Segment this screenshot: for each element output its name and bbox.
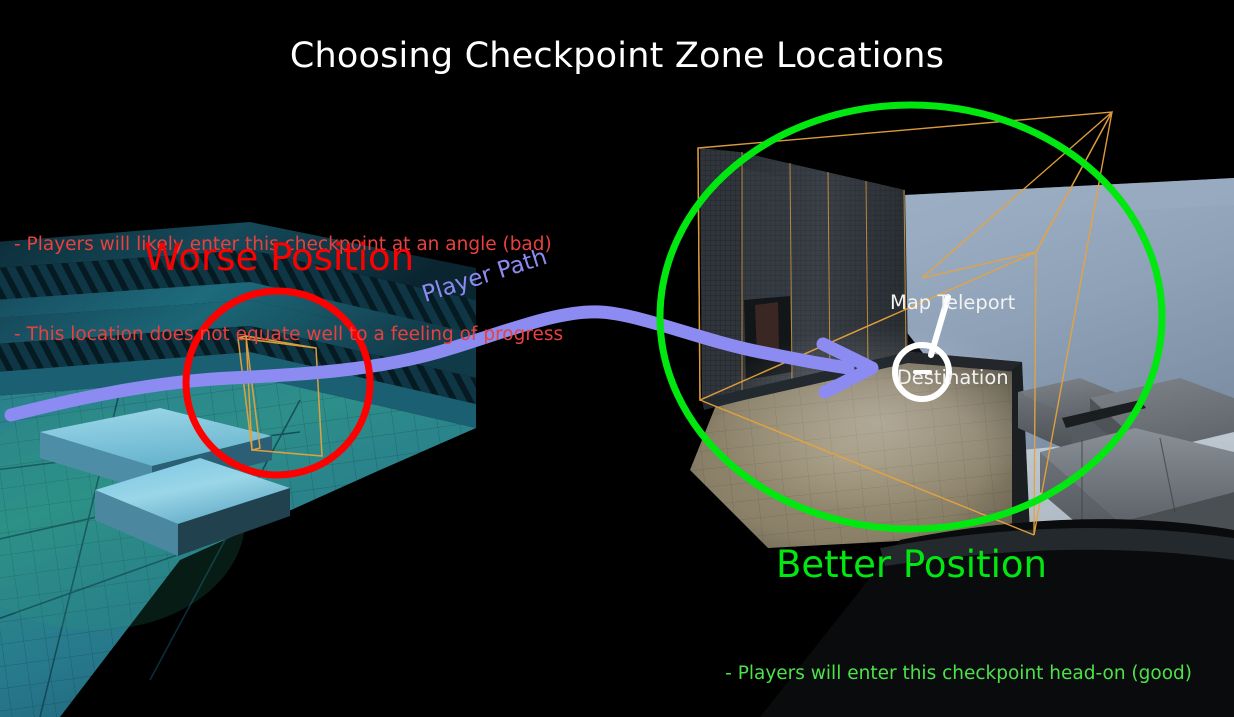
right-scene-geometry: [690, 111, 1234, 717]
right-checkpoint-wireframe: [697, 111, 1114, 536]
teleport-label-line-1: Map Teleport: [890, 291, 1016, 314]
player-path-arrowhead: [816, 337, 879, 399]
left-crate-2: [95, 458, 290, 556]
teleport-marker-circle: [892, 342, 952, 402]
worse-position-bullets: - Players will likely enter this checkpo…: [14, 170, 563, 410]
page-title: Choosing Checkpoint Zone Locations: [289, 36, 945, 76]
worse-position-label: Worse Position: [144, 236, 415, 279]
better-position-bullets: - Players will enter this checkpoint hea…: [676, 599, 1192, 717]
better-position-circle: [656, 101, 1166, 533]
left-scene-geometry: [0, 222, 476, 717]
map-teleport-destination-label: Map Teleport Destination: [890, 240, 1015, 440]
teleport-label-line-2: Destination: [896, 366, 1009, 389]
worse-bullet-1: - Players will likely enter this checkpo…: [14, 234, 552, 255]
worse-position-circle: [182, 287, 374, 479]
better-bullet-1: - Players will enter this checkpoint hea…: [725, 663, 1192, 684]
better-position-label: Better Position: [776, 543, 1047, 586]
left-checkpoint-wireframe: [237, 335, 323, 457]
player-path-line: [4, 305, 855, 422]
worse-bullet-2: - This location does not equate well to …: [14, 324, 564, 345]
